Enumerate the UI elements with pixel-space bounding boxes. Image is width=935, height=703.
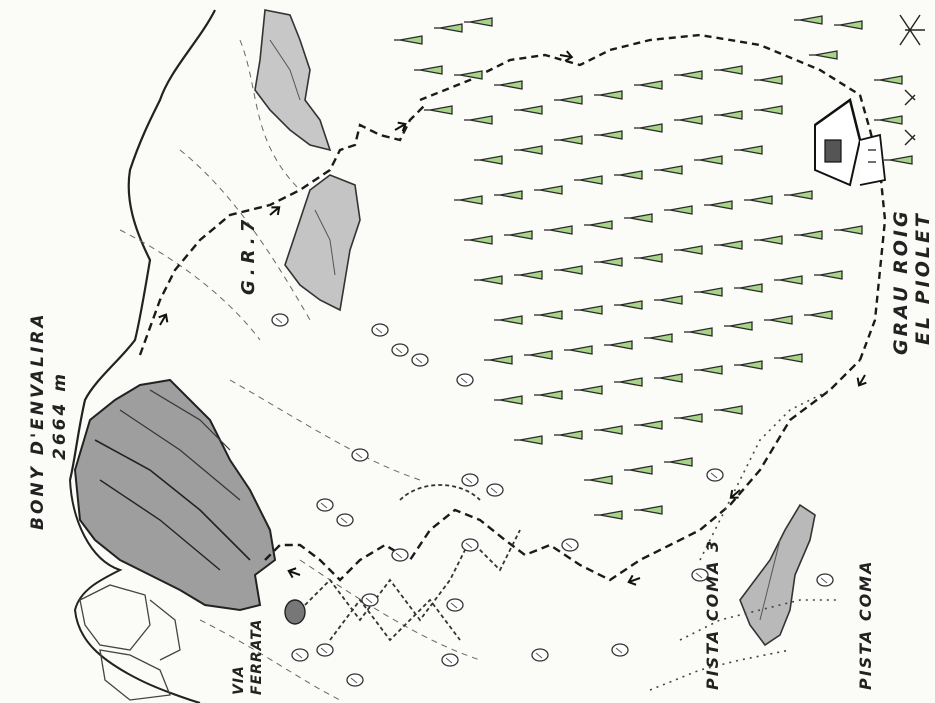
boulders — [271, 313, 834, 687]
rock-massif-main — [73, 378, 277, 612]
peak-name-label: BONY D'ENVALIRA — [28, 311, 48, 530]
gr7-trail — [138, 104, 861, 582]
grau-roig-label: GRAU ROIG — [890, 208, 912, 355]
ridge-line — [68, 9, 216, 703]
via-ferrata-label-line1: VIA — [231, 665, 247, 695]
hut-icon — [814, 97, 886, 187]
forest-boundary — [419, 33, 887, 361]
via-ferrata-label-line2: FERRATA — [249, 618, 265, 695]
piste-lines — [649, 389, 840, 691]
rock-blocks-lower-left — [79, 584, 181, 701]
pista-coma3-label: PISTA COMA 3 — [703, 538, 722, 690]
zigzag-path — [299, 484, 521, 642]
lift-pylon-icon — [899, 14, 925, 146]
gr7-trail-label: G.R.7 — [238, 214, 259, 295]
rock-outcrop-middle — [284, 174, 361, 312]
rock-outcrop-top — [254, 9, 332, 152]
el-piolet-label: EL PIOLET — [912, 211, 934, 345]
pista-coma-label: PISTA COMA — [856, 559, 875, 690]
peak-elevation-label: 2664 m — [50, 371, 70, 460]
rock-outcrop-bottom-right — [739, 503, 816, 647]
forest — [393, 15, 913, 520]
contour-lines — [119, 39, 481, 701]
